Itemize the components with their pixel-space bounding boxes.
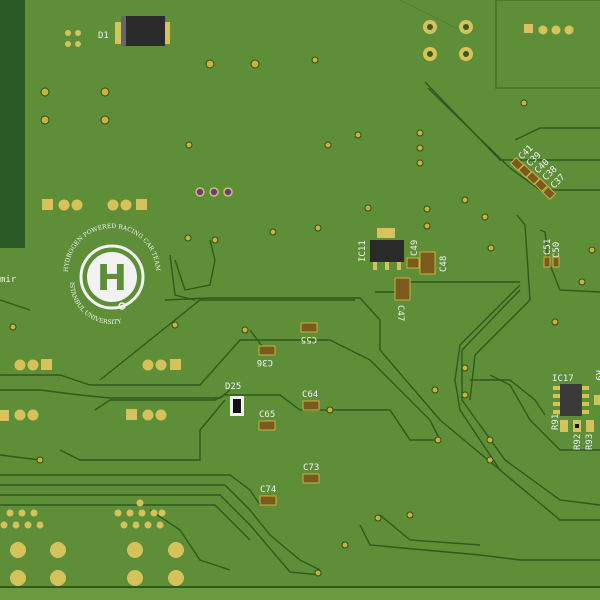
label-ic17: IC17 <box>552 374 574 384</box>
label-c50: C50 <box>552 242 562 258</box>
capacitor-c55 <box>300 322 318 333</box>
label-c65: C65 <box>259 410 275 420</box>
label-r92: R92 <box>573 434 583 450</box>
capacitor-array <box>509 156 557 201</box>
label-c51: C51 <box>543 239 553 255</box>
label-c73: C73 <box>303 463 319 473</box>
copper-pour-region <box>0 0 25 248</box>
through-hole-pads <box>0 20 574 586</box>
label-r9x: R9 <box>593 370 600 381</box>
ic17-chip <box>553 384 600 432</box>
vias <box>9 56 596 577</box>
label-c74: C74 <box>260 485 276 495</box>
partial-silkscreen-text: mir <box>0 275 17 285</box>
label-c36: C36 <box>257 357 273 367</box>
label-ic11: IC11 <box>358 240 368 262</box>
label-c48: C48 <box>439 256 449 272</box>
capacitor-c65 <box>258 420 276 431</box>
label-c55: C55 <box>301 334 317 344</box>
capacitor-c73 <box>302 473 320 484</box>
label-d25: D25 <box>225 382 241 392</box>
connector-outline <box>495 0 600 89</box>
capacitor-c36 <box>258 345 276 356</box>
capacitor-c47 <box>394 277 411 301</box>
test-points <box>195 187 233 197</box>
team-logo: H HYDROGEN POWERED RACING CAR TEAM ISTAN… <box>63 223 161 326</box>
logo-letter: H <box>97 258 127 299</box>
regulator-ic11 <box>370 228 404 270</box>
diode-d1 <box>115 16 170 46</box>
capacitor-c74 <box>259 495 277 506</box>
capacitor-c48 <box>419 251 436 275</box>
label-r93: R93 <box>585 434 595 450</box>
diode-d25 <box>230 396 244 416</box>
capacitor-c64 <box>302 400 320 411</box>
capacitor-c49 <box>406 257 420 269</box>
capacitor-c50 <box>552 256 560 268</box>
label-c64: C64 <box>302 390 318 400</box>
capacitor-c51 <box>543 256 551 268</box>
label-r91: R91 <box>551 414 561 430</box>
label-d1: D1 <box>98 31 109 41</box>
label-c47: C47 <box>395 305 405 321</box>
traces <box>0 0 600 576</box>
label-c49: C49 <box>410 240 420 256</box>
board-edge <box>0 587 600 600</box>
